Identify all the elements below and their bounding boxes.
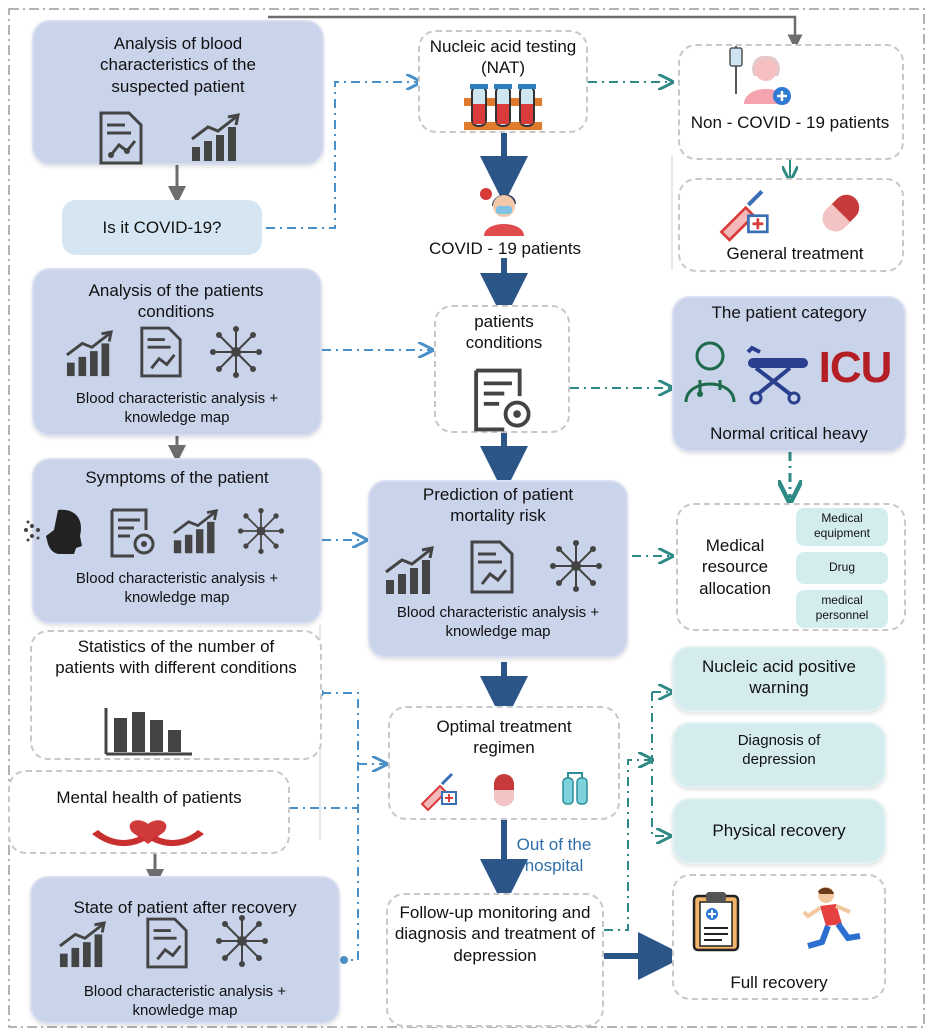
test-tube-rack-icon [464, 84, 542, 130]
outer-frame [8, 8, 925, 1028]
physical-recovery-box [672, 798, 886, 864]
out-of-hospital-label: Out of the hospital [516, 835, 592, 876]
document-chart-icon [470, 540, 514, 594]
physical-recovery-label: Physical recovery [712, 821, 846, 840]
cough-icon [24, 509, 82, 554]
diagnosis-depression-box [672, 722, 886, 788]
bca-km-caption: Blood characteristic analysis + knowledg… [75, 390, 279, 426]
growth-chart-icon [66, 330, 113, 377]
clipboard-icon [692, 892, 740, 952]
doctor-icon [684, 341, 736, 403]
optimal-treatment-title: Optimal treatment regimen [436, 717, 572, 758]
is-covid-box [62, 200, 262, 255]
bar-chart-icon [104, 708, 192, 756]
patient-conditions-analysis-box [32, 268, 322, 436]
blood-analysis-title: Analysis of blood characteristics of the… [100, 34, 256, 96]
growth-chart-icon [191, 113, 240, 161]
diagnosis-depression-label: Diagnosis of depression [737, 732, 821, 768]
bca-km-caption: Blood characteristic analysis + knowledg… [83, 983, 287, 1019]
mortality-risk-title: Prediction of patient mortality risk [422, 485, 574, 526]
category-levels: Normal critical heavy [710, 424, 868, 443]
growth-chart-icon [173, 509, 219, 554]
general-treatment-box [678, 178, 904, 272]
knowledge-map-icon [550, 540, 602, 592]
running-person-icon [802, 887, 861, 949]
is-covid-label: Is it COVID-19? [102, 218, 222, 237]
knowledge-map-icon [216, 915, 268, 967]
resource-allocation-label: Medical resource allocation [699, 536, 771, 598]
state-after-recovery-title: State of patient after recovery [73, 898, 297, 917]
capsule-icon [822, 194, 860, 232]
general-treatment-label: General treatment [726, 244, 864, 263]
medical-equipment-pill: Medical equipment [796, 508, 888, 546]
bca-km-caption: Blood characteristic analysis + knowledg… [75, 570, 279, 606]
stretcher-icon [746, 345, 808, 405]
full-recovery-label: Full recovery [730, 973, 828, 992]
patient-conditions-analysis-title: Analysis of the patients conditions [88, 281, 264, 322]
document-gear-icon [110, 508, 155, 558]
oxygen-tank-icon [562, 772, 588, 805]
nucleic-warning-box [672, 646, 886, 712]
patients-conditions-title: patients conditions [465, 312, 543, 353]
nat-title: Nucleic acid testing (NAT) [429, 37, 577, 78]
statistics-title: Statistics of the number of patients wit… [55, 637, 297, 678]
document-gear-icon [474, 368, 531, 432]
knowledge-map-icon [238, 508, 284, 554]
capsule-icon [494, 774, 514, 806]
blood-analysis-box [32, 20, 324, 165]
bca-km-caption: Blood characteristic analysis + knowledg… [396, 604, 600, 640]
patient-category-box [672, 296, 906, 452]
document-chart-icon [140, 326, 182, 378]
follow-up-box [386, 893, 604, 1027]
arrow-followup-branch [604, 760, 650, 931]
document-chart-icon [146, 917, 188, 969]
follow-up-title: Follow-up monitoring and diagnosis and t… [394, 903, 596, 965]
arrow-branch-top [651, 692, 668, 836]
patient-iv-icon [729, 46, 791, 105]
medical-personnel-pill: medical personnel [796, 590, 888, 628]
syringe-icon [420, 772, 457, 812]
mental-health-title: Mental health of patients [56, 788, 242, 807]
covid-patients-label: COVID - 19 patients [428, 239, 582, 258]
symptoms-title: Symptoms of the patient [85, 468, 269, 487]
drug-pill: Drug [796, 552, 888, 584]
icu-label: ICU [818, 343, 893, 392]
growth-chart-icon [385, 546, 434, 594]
syringe-icon [719, 189, 769, 242]
hands-heart-icon [92, 820, 204, 847]
knowledge-map-icon [210, 326, 262, 378]
growth-chart-icon [59, 921, 106, 968]
covid-patient-icon [480, 188, 524, 236]
nucleic-warning-label: Nucleic acid positive warning [701, 657, 856, 698]
non-covid-box [678, 44, 904, 160]
document-chart-icon [99, 111, 143, 165]
arrow-top-to-noncovid [268, 15, 803, 50]
arrow-iscovid-to-nat [266, 82, 418, 229]
non-covid-label: Non - COVID - 19 patients [690, 113, 890, 132]
patient-category-title: The patient category [711, 303, 867, 322]
arrow-statistics-link [322, 692, 359, 961]
